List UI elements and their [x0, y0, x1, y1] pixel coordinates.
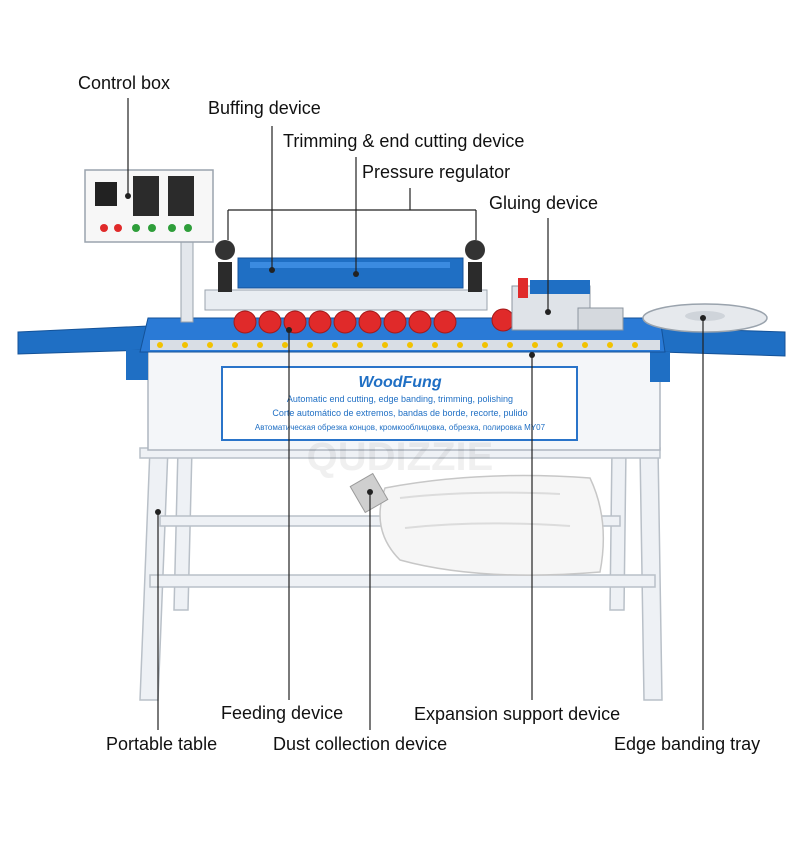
machine-body — [147, 349, 661, 451]
gluing-unit — [511, 278, 624, 331]
label-dust-collection: Dust collection device — [273, 734, 448, 754]
panel-line-2: Corte automático de extremos, bandas de … — [272, 408, 527, 418]
panel-line-1: Automatic end cutting, edge banding, tri… — [287, 394, 513, 404]
label-trimming-end-cutting: Trimming & end cutting device — [283, 131, 525, 151]
label-control-box: Control box — [78, 73, 171, 93]
info-panel — [221, 366, 578, 441]
dust-collection-bag — [349, 472, 605, 576]
leader-lines — [127, 98, 704, 730]
label-portable-table: Portable table — [106, 734, 218, 754]
label-gluing-device: Gluing device — [489, 193, 599, 213]
panel-line-3: Автоматическая обрезка концов, кромкообл… — [255, 423, 546, 432]
label-feeding-device: Feeding device — [221, 703, 344, 723]
control-box — [84, 169, 214, 323]
watermark: QUDIZZIE — [307, 435, 494, 479]
pressure-beam — [204, 240, 488, 311]
label-edge-banding-tray: Edge banding tray — [614, 734, 761, 754]
feed-rollers — [157, 342, 638, 348]
red-rollers — [233, 308, 515, 334]
leader-dots — [125, 193, 706, 515]
label-pressure-regulator: Pressure regulator — [362, 162, 511, 182]
label-buffing-device: Buffing device — [208, 98, 321, 118]
panel-brand: WoodFung — [358, 374, 441, 391]
label-expansion-support: Expansion support device — [414, 704, 621, 724]
